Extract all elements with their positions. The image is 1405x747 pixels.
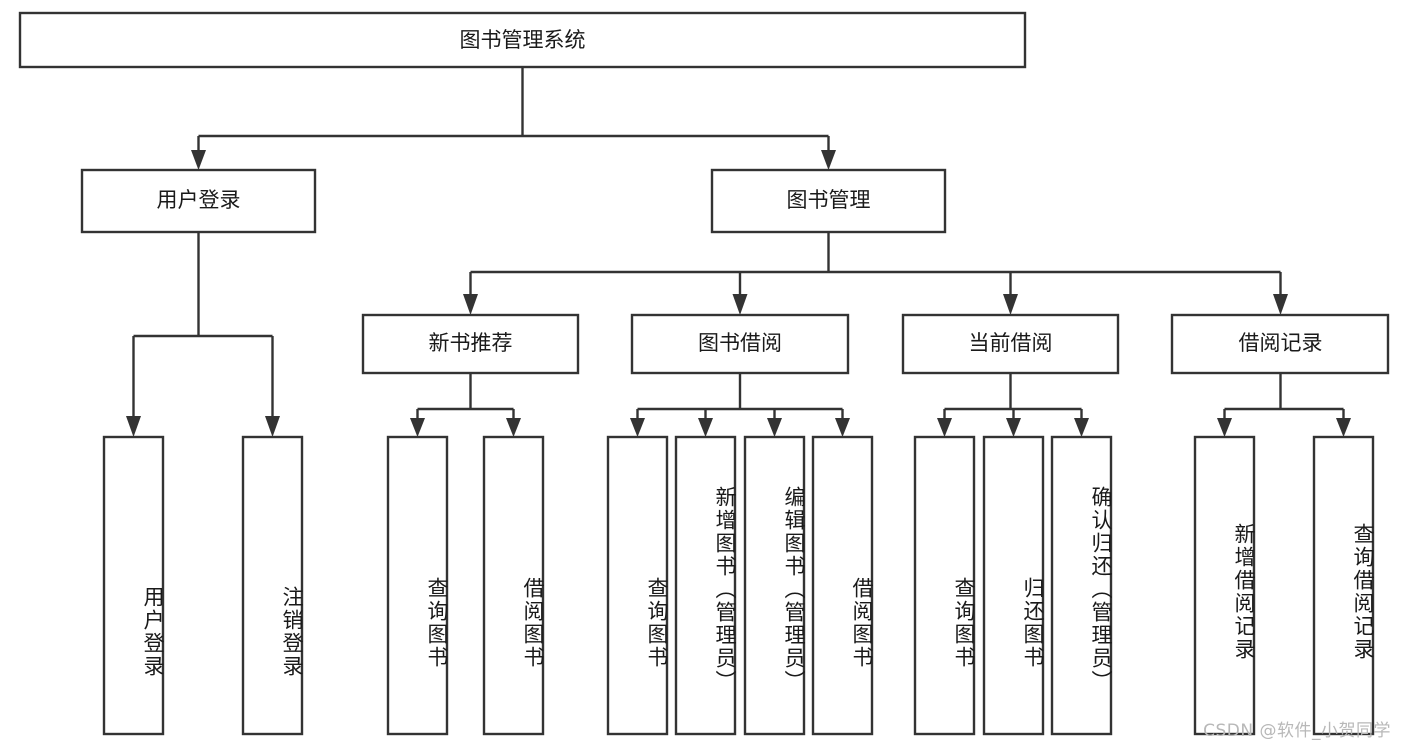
node-leaf-add-book-box[interactable] [674, 435, 737, 736]
arrow-head-current-borrow [1003, 294, 1018, 315]
arrow-head-leaf-add-book [698, 418, 713, 437]
node-leaf-edit-book-box[interactable] [743, 435, 806, 736]
arrow-head-leaf-logout [265, 416, 280, 437]
node-leaf-borrow-book-1-box[interactable] [482, 435, 545, 736]
edge-group-book-manage [463, 232, 1288, 315]
node-borrow-record-label: 借阅记录 [1239, 331, 1323, 355]
node-user-login[interactable]: 用户登录 [80, 168, 317, 234]
node-leaf-return-book-box[interactable] [982, 435, 1045, 736]
node-book-manage-label: 图书管理 [787, 188, 871, 212]
edge-group-user-login [126, 232, 280, 437]
node-user-login-box[interactable] [80, 168, 317, 234]
node-new-book-recommend-box[interactable] [361, 313, 580, 375]
node-root-label: 图书管理系统 [460, 28, 586, 52]
leaf-box-group [102, 435, 1375, 736]
arrow-head-book-manage [821, 150, 836, 170]
arrow-head-leaf-return-book [1006, 418, 1021, 437]
arrow-head-leaf-edit-book [767, 418, 782, 437]
node-leaf-query-book-2-box[interactable] [606, 435, 669, 736]
node-current-borrow-box[interactable] [901, 313, 1120, 375]
node-leaf-logout-box[interactable] [241, 435, 304, 736]
arrow-head-leaf-query-record [1336, 418, 1351, 437]
node-new-book-recommend-label: 新书推荐 [429, 331, 513, 355]
node-new-book-recommend[interactable]: 新书推荐 [361, 313, 580, 375]
edge-group-new-book-recommend [410, 373, 521, 437]
arrow-head-leaf-add-record [1217, 418, 1232, 437]
arrow-head-leaf-confirm-return [1074, 418, 1089, 437]
edge-group-current-borrow [937, 373, 1089, 437]
arrow-head-leaf-borrow-book-2 [835, 418, 850, 437]
node-book-manage[interactable]: 图书管理 [710, 168, 947, 234]
edge-group-borrow-record [1217, 373, 1351, 437]
arrow-head-leaf-query-book-1 [410, 418, 425, 437]
node-borrow-record[interactable]: 借阅记录 [1170, 313, 1390, 375]
node-user-login-label: 用户登录 [157, 188, 241, 212]
node-leaf-confirm-return-box[interactable] [1050, 435, 1113, 736]
arrow-head-borrow-record [1273, 294, 1288, 315]
arrow-head-book-borrow [732, 294, 748, 315]
node-leaf-borrow-book-2-box[interactable] [811, 435, 874, 736]
edge-group-root [191, 67, 836, 170]
edge-group-book-borrow [630, 373, 850, 437]
node-book-borrow-label: 图书借阅 [698, 331, 782, 355]
csdn-watermark: CSDN @软件_小贺同学 [1203, 721, 1391, 741]
node-root-box[interactable] [18, 11, 1027, 69]
arrow-head-leaf-borrow-book-1 [506, 418, 521, 437]
arrow-head-leaf-query-book-3 [937, 418, 952, 437]
node-leaf-query-book-1-box[interactable] [386, 435, 449, 736]
arrow-head-leaf-query-book-2 [630, 418, 645, 437]
node-leaf-query-book-3-box[interactable] [913, 435, 976, 736]
arrow-head-new-book-recommend [463, 294, 478, 315]
node-borrow-record-box[interactable] [1170, 313, 1390, 375]
node-leaf-user-login-box[interactable] [102, 435, 165, 736]
node-current-borrow[interactable]: 当前借阅 [901, 313, 1120, 375]
node-leaf-add-record-box[interactable] [1193, 435, 1256, 736]
node-current-borrow-label: 当前借阅 [969, 331, 1053, 355]
node-root[interactable]: 图书管理系统 [18, 11, 1027, 69]
node-leaf-query-record-box[interactable] [1312, 435, 1375, 736]
arrow-head-user-login [191, 150, 206, 170]
node-book-borrow[interactable]: 图书借阅 [630, 313, 850, 375]
node-book-manage-box[interactable] [710, 168, 947, 234]
arrow-head-leaf-user-login [126, 416, 141, 437]
node-book-borrow-box[interactable] [630, 313, 850, 375]
